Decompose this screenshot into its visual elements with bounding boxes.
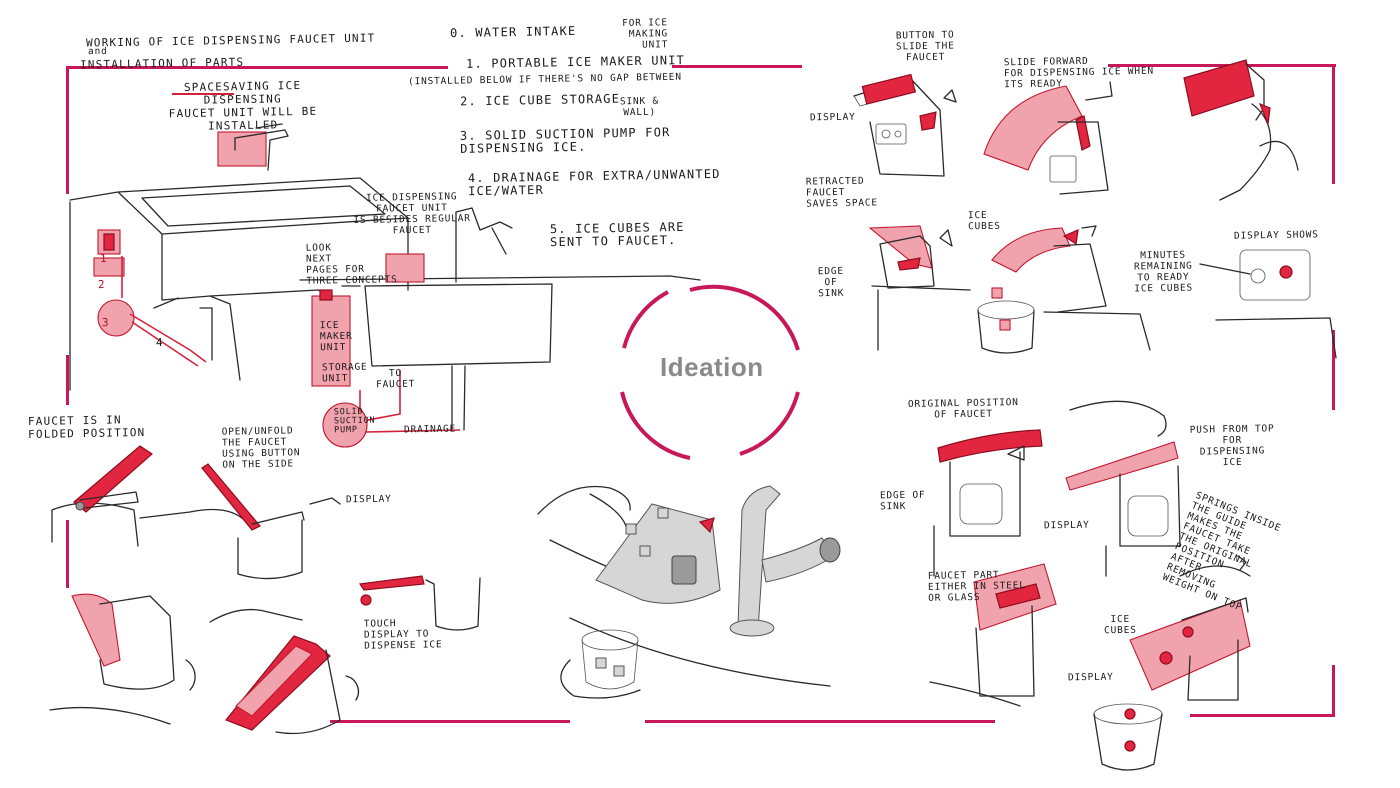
label-edge-br: Edge of sink — [879, 489, 926, 513]
frame-left-top — [66, 66, 69, 194]
center-render-sketch — [537, 485, 841, 699]
label-original-position: Original position of faucet — [907, 397, 1019, 421]
label-edge-tr: Edge of sink — [817, 265, 845, 300]
frame-bottom-mid — [645, 720, 995, 723]
label-touch-display: Touch display to dispense ice — [363, 618, 443, 652]
concept-bottom-right-sketches — [929, 400, 1251, 771]
step-0: 0. Water intake — [449, 23, 577, 41]
frame-right-low — [1332, 665, 1335, 715]
label-button-slide: Button to slide the faucet — [895, 29, 955, 64]
label-open-unfold: Open/unfold the faucet using button on t… — [221, 425, 301, 471]
label-display-br-2: Display — [1067, 671, 1114, 684]
install-num-2: 2 — [97, 277, 106, 292]
frame-top-right — [1108, 64, 1336, 67]
sink-install-sketch — [69, 123, 701, 448]
frame-left-low — [66, 520, 69, 588]
frame-left-mid — [66, 355, 69, 405]
concept-top-right-sketches — [853, 59, 1337, 359]
frame-bottom-right — [1190, 714, 1335, 717]
install-num-3: 3 — [101, 315, 110, 330]
step-0-note: for ice making unit — [622, 17, 669, 51]
label-ice-cubes-br: Ice cubes — [1104, 613, 1137, 637]
label-display-tr: Display — [809, 111, 856, 124]
concept-left-sketches — [49, 445, 481, 735]
label-ice-cubes-tr: Ice cubes — [967, 209, 1001, 233]
frame-right-mid — [1332, 330, 1335, 410]
second-sink-sketch — [299, 207, 701, 448]
label-display-br: Display — [1043, 519, 1090, 532]
label-look-next: Look next pages for three concepts — [305, 242, 398, 287]
frame-top-mid — [672, 65, 802, 68]
spacesaving-underline — [172, 93, 234, 95]
label-retracted: Retracted faucet saves space — [805, 175, 879, 210]
frame-bottom-left — [330, 720, 570, 723]
label-folded: Faucet is in folded position — [27, 413, 146, 442]
install-num-4: 4 — [155, 335, 164, 350]
intro-heading-and: and — [87, 45, 108, 58]
frame-top-left — [68, 66, 448, 69]
label-storage: Storage unit — [321, 361, 368, 385]
label-display-shows: Display shows — [1233, 229, 1319, 242]
label-ice-maker: Ice maker unit — [319, 319, 353, 354]
label-faucet-part: Faucet part either in steel or glass — [927, 569, 1026, 604]
top-faucet-sketch — [217, 123, 289, 171]
label-display-left: Display — [345, 493, 392, 506]
label-slide-forward: Slide forward for dispensing ice when it… — [1003, 55, 1155, 91]
install-num-1: 1 — [99, 251, 108, 266]
label-minutes: Minutes remaining to ready ice cubes — [1133, 249, 1194, 295]
label-push-top: Push from top for dispensing ice — [1189, 423, 1275, 469]
frame-right-top — [1332, 64, 1335, 184]
center-title: Ideation — [660, 352, 764, 382]
label-to-faucet: To faucet — [376, 367, 416, 391]
label-beside-faucet: Ice dispensing faucet unit is besides re… — [353, 191, 471, 237]
red-component-chain — [93, 229, 207, 367]
